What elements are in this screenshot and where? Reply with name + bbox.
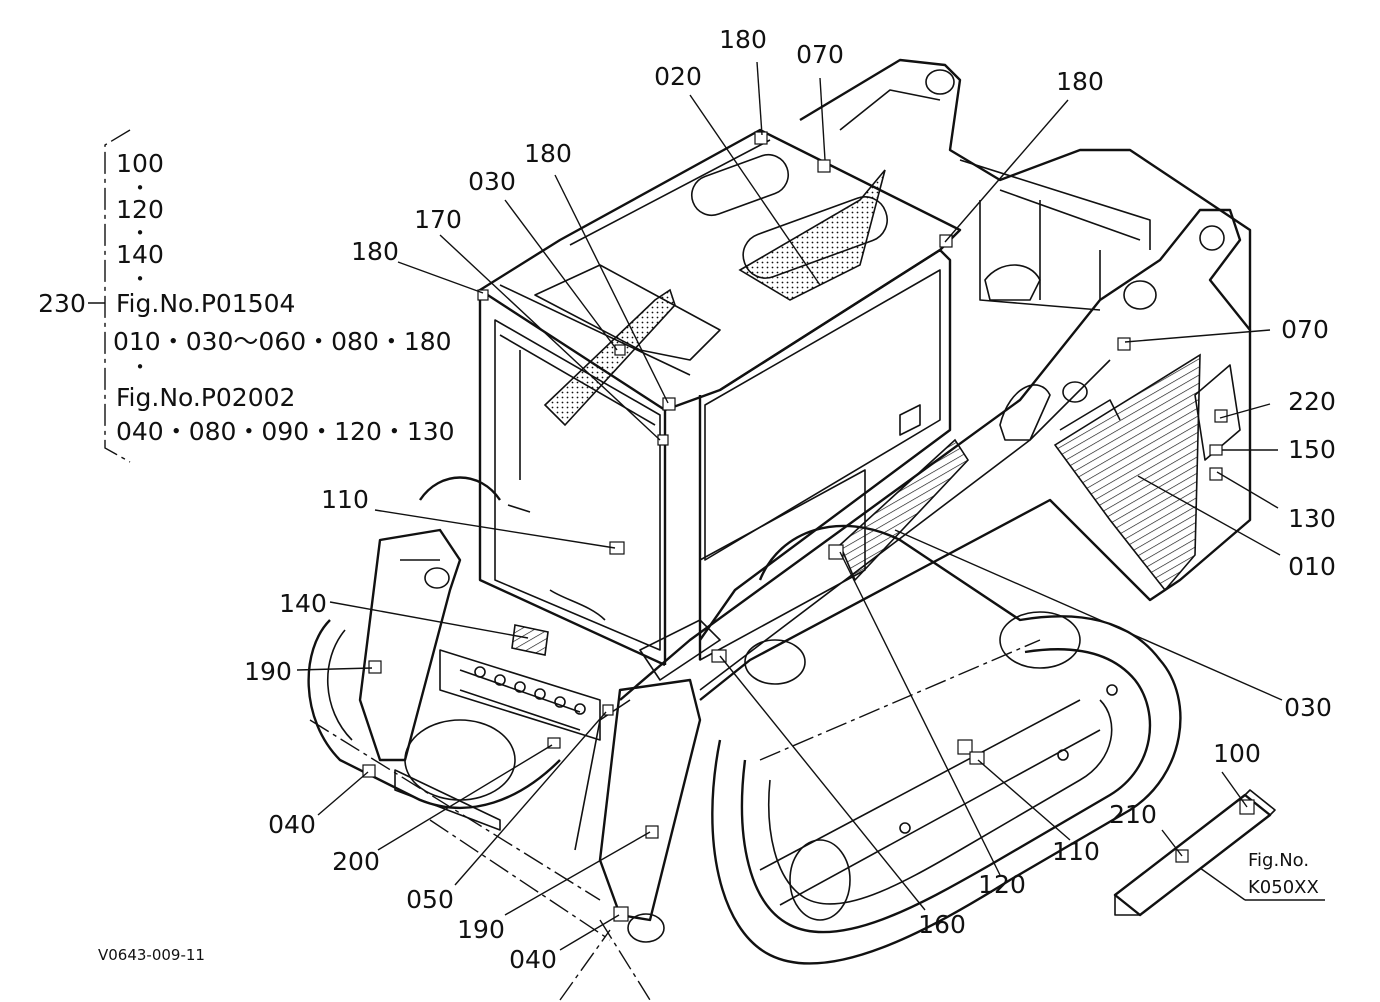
right-track [711, 524, 1182, 965]
callout-c040b: 040 [509, 945, 557, 974]
callout-c220: 220 [1288, 387, 1336, 416]
bracket-line: • [136, 270, 145, 288]
callout-c170: 170 [414, 205, 462, 234]
rear-engine-housing [799, 58, 1252, 330]
decal-140 [511, 624, 549, 656]
callout-c110b: 110 [1052, 837, 1100, 866]
callout-c040a: 040 [268, 810, 316, 839]
callout-c180a: 180 [719, 25, 767, 54]
left-loader-arm [358, 528, 702, 943]
callout-c030b: 030 [1284, 693, 1332, 722]
callout-c020: 020 [654, 62, 702, 91]
inset-fig-label: Fig.No. [1248, 850, 1309, 871]
track-loader-illustration [307, 58, 1252, 1001]
callout-c110a: 110 [321, 485, 369, 514]
bracket-line: 100 [116, 149, 164, 178]
right-loader-arm [619, 208, 1252, 701]
decal-020 [738, 169, 886, 301]
bracket-assembly-number: 230 [38, 289, 86, 318]
callout-c120: 120 [978, 870, 1026, 899]
diagram-code: V0643-009-11 [98, 946, 205, 964]
callout-c180c: 180 [524, 139, 572, 168]
decal-030-lower [839, 438, 970, 582]
cabin [477, 128, 962, 667]
callout-c190a: 190 [244, 657, 292, 686]
decal-030-upper [543, 288, 676, 427]
decal-010 [1053, 353, 1201, 592]
bracket-line: • [136, 358, 145, 376]
bracket-line: 010・030～060・080・180 [113, 327, 452, 356]
bracket-line: Fig.No.P02002 [116, 383, 295, 412]
bracket-line: 040・080・090・120・130 [116, 417, 455, 446]
callout-c010: 010 [1288, 552, 1336, 581]
callout-c070a: 070 [796, 40, 844, 69]
callout-c150: 150 [1288, 435, 1336, 464]
callout-c070b: 070 [1281, 315, 1329, 344]
callout-c190b: 190 [457, 915, 505, 944]
reference-bracket [88, 129, 131, 463]
bracket-line: 120 [116, 195, 164, 224]
callout-labels: 180 070 020 180 180 030 170 180 070 220 … [38, 25, 1336, 974]
bracket-line: • [136, 179, 145, 197]
callout-c210: 210 [1109, 800, 1157, 829]
callout-c130: 130 [1288, 504, 1336, 533]
leader-lines [296, 61, 1283, 951]
callout-c030a: 030 [468, 167, 516, 196]
callout-c180b: 180 [1056, 67, 1104, 96]
inset-rail-part [1113, 789, 1276, 917]
bracket-line: 140 [116, 240, 164, 269]
callout-c050: 050 [406, 885, 454, 914]
inset-fig-code: K050XX [1248, 877, 1319, 898]
callout-c100: 100 [1213, 739, 1261, 768]
callout-c160: 160 [918, 910, 966, 939]
front-step-plate [394, 619, 727, 831]
bracket-line: Fig.No.P01504 [116, 289, 295, 318]
bracket-line: • [136, 224, 145, 242]
callout-c200: 200 [332, 847, 380, 876]
callout-c180d: 180 [351, 237, 399, 266]
callout-c140: 140 [279, 589, 327, 618]
